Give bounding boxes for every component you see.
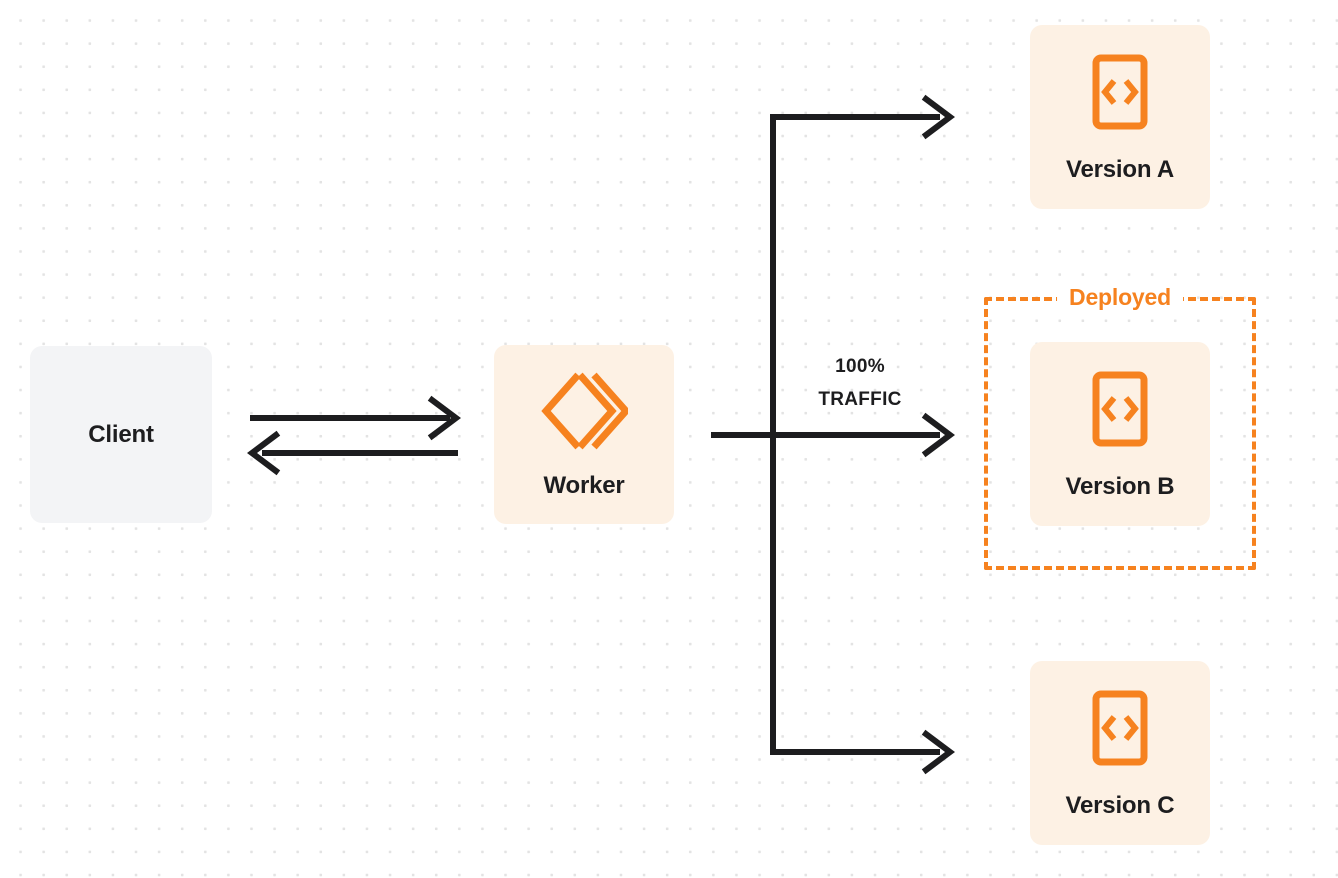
arrow-worker-to-version-b (711, 412, 955, 458)
arrow-worker-to-client (247, 430, 458, 476)
code-document-icon (1091, 53, 1149, 136)
cloudflare-workers-logo-icon (540, 371, 631, 456)
arrow-client-to-worker (250, 395, 461, 441)
node-worker-label: Worker (543, 472, 625, 499)
node-worker[interactable]: Worker (494, 345, 674, 524)
node-version-b[interactable]: Version B (1030, 342, 1210, 526)
node-version-a-label: Version A (1065, 155, 1175, 183)
traffic-percent: 100% (835, 356, 885, 377)
node-version-b-label: Version B (1065, 472, 1175, 500)
node-client-label: Client (88, 420, 154, 448)
traffic-word: TRAFFIC (818, 389, 902, 411)
deployed-group: Deployed (984, 286, 1256, 570)
code-document-icon (1091, 370, 1149, 453)
node-client[interactable]: Client (30, 346, 212, 523)
code-document-icon (1091, 689, 1149, 772)
arrow-worker-to-version-c (770, 729, 955, 775)
node-version-c[interactable]: Version C (1030, 661, 1210, 845)
traffic-label: 100% TRAFFIC (790, 350, 930, 417)
deployed-group-label: Deployed (1057, 286, 1183, 309)
arrow-worker-to-version-a (770, 94, 955, 140)
node-version-c-label: Version C (1065, 791, 1175, 819)
node-version-a[interactable]: Version A (1030, 25, 1210, 209)
